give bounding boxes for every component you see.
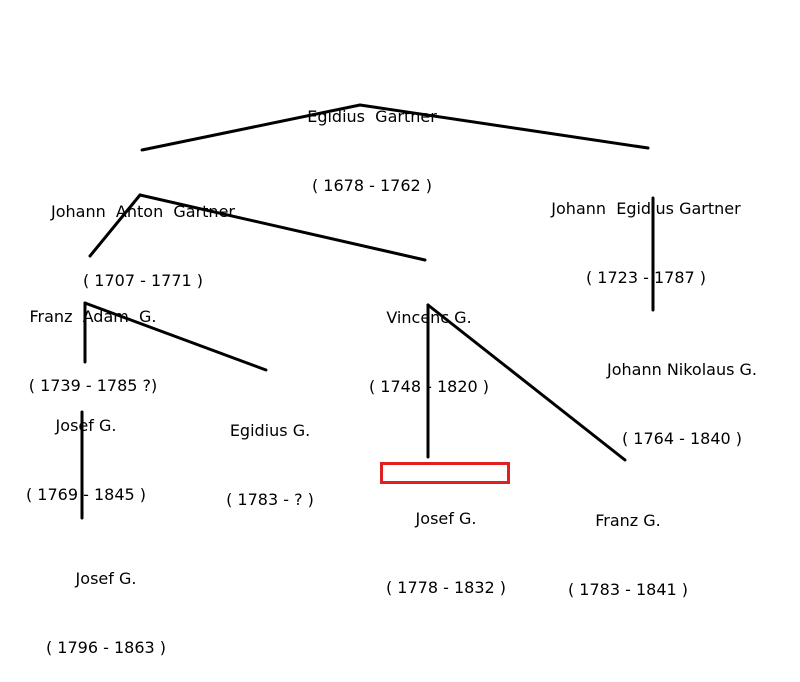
person-josef-1769: Josef G. ( 1769 - 1845 ) <box>26 368 146 529</box>
person-name: Johann Egidius Gartner <box>551 199 741 218</box>
connector-johann-anton-to-franz-adam <box>88 193 142 258</box>
person-johann-egidius-gartner: Johann Egidius Gartner ( 1723 - 1787 ) <box>551 151 740 312</box>
connector-egidius-to-johann-egidius <box>358 103 650 150</box>
person-dates: ( 1748 - 1820 ) <box>368 377 490 396</box>
person-name: Josef G. <box>75 569 137 588</box>
person-name: Franz Adam G. <box>29 307 157 326</box>
tree-connectors <box>80 103 655 520</box>
person-franz-1783: Franz G. ( 1783 - 1841 ) <box>568 463 688 624</box>
person-dates: ( 1769 - 1845 ) <box>25 485 147 504</box>
person-dates: ( 1764 - 1840 ) <box>621 429 743 448</box>
connector-egidius-to-johann-anton <box>140 103 362 152</box>
person-dates: ( 1723 - 1787 ) <box>585 268 707 287</box>
person-dates: ( 1778 - 1832 ) <box>385 578 507 597</box>
person-josef-1778: Josef G. ( 1778 - 1832 ) <box>386 461 506 622</box>
person-dates: ( 1796 - 1863 ) <box>45 638 167 657</box>
person-vincenc: Vincenc G. ( 1748 - 1820 ) <box>369 260 489 421</box>
person-dates: ( 1707 - 1771 ) <box>82 271 204 290</box>
highlight-box <box>380 462 510 484</box>
person-johann-nikolaus: Johann Nikolaus G. ( 1764 - 1840 ) <box>607 312 757 473</box>
person-egidius-gartner: Egidius Gartner ( 1678 - 1762 ) <box>307 59 437 220</box>
connector-franz-adam-to-egidius-1783 <box>83 301 268 372</box>
person-dates: ( 1739 - 1785 ?) <box>28 376 158 395</box>
person-name: Johann Anton Gartner <box>51 202 235 221</box>
person-name: Johann Nikolaus G. <box>606 360 758 379</box>
person-johann-anton-gartner: Johann Anton Gartner ( 1707 - 1771 ) <box>51 154 235 315</box>
person-name: Josef G. <box>55 416 117 435</box>
person-egidius-1783: Egidius G. ( 1783 - ? ) <box>226 373 314 534</box>
person-franz-adam: Franz Adam G. ( 1739 - 1785 ?) <box>29 259 158 420</box>
person-dates: ( 1783 - 1841 ) <box>567 580 689 599</box>
connector-vincenc-to-franz-1783 <box>426 303 627 462</box>
person-dates: ( 1678 - 1762 ) <box>311 176 433 195</box>
person-dates: ( 1783 - ? ) <box>226 490 314 509</box>
person-name: Egidius G. <box>229 421 311 440</box>
person-name: Josef G. <box>415 509 477 528</box>
person-name: Franz G. <box>595 511 661 530</box>
connector-johann-anton-to-vincenc <box>138 193 427 262</box>
person-name: Vincenc G. <box>386 308 472 327</box>
person-josef-1796: Josef G. ( 1796 - 1863 ) <box>46 521 166 682</box>
person-name: Egidius Gartner <box>307 107 437 126</box>
